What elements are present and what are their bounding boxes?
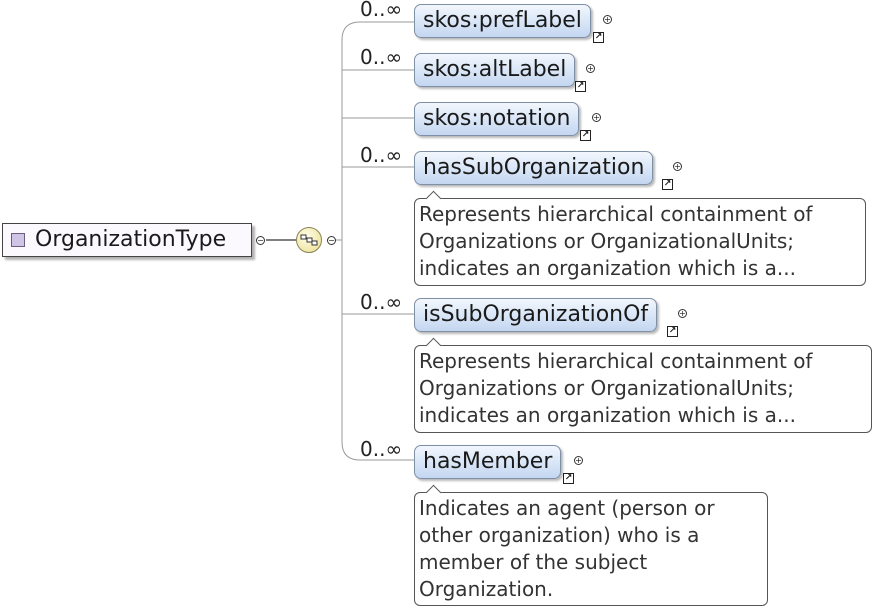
element-hassuborganization[interactable]: hasSubOrganization <box>414 151 654 185</box>
documentation-callout: Represents hierarchical containment of O… <box>414 345 872 433</box>
multiplicity-label: 0..∞ <box>360 0 403 21</box>
element-issuborganizationof[interactable]: isSubOrganizationOf <box>414 298 658 332</box>
element-label: hasSubOrganization <box>423 155 645 180</box>
element-label: hasMember <box>423 449 553 474</box>
plus-circle-icon[interactable]: + <box>673 162 682 171</box>
minus-circle-icon[interactable]: − <box>256 236 265 245</box>
link-arrow-icon[interactable]: ↗ <box>667 326 678 337</box>
complex-type-icon <box>11 233 25 247</box>
element-label: isSubOrganizationOf <box>423 302 649 327</box>
documentation-callout: Indicates an agent (person or other orga… <box>414 492 768 606</box>
root-type-node[interactable]: OrganizationType <box>2 223 252 257</box>
sequence-compositor-icon[interactable] <box>296 227 322 253</box>
element-label: skos:prefLabel <box>423 8 582 33</box>
element-label: skos:notation <box>423 106 571 131</box>
element-skos-altlabel[interactable]: skos:altLabel <box>414 53 576 87</box>
link-arrow-icon[interactable]: ↗ <box>580 130 591 141</box>
element-hasmember[interactable]: hasMember <box>414 445 562 479</box>
plus-circle-icon[interactable]: + <box>586 64 595 73</box>
link-arrow-icon[interactable]: ↗ <box>662 179 673 190</box>
element-label: skos:altLabel <box>423 57 567 82</box>
multiplicity-label: 0..∞ <box>360 290 403 314</box>
plus-circle-icon[interactable]: + <box>592 113 601 122</box>
multiplicity-label: 0..∞ <box>360 437 403 461</box>
element-skos-notation[interactable]: skos:notation <box>414 102 580 136</box>
root-type-label: OrganizationType <box>35 227 227 252</box>
link-arrow-icon[interactable]: ↗ <box>593 32 604 43</box>
plus-circle-icon[interactable]: + <box>678 309 687 318</box>
plus-circle-icon[interactable]: + <box>603 15 612 24</box>
multiplicity-label: 0..∞ <box>360 143 403 167</box>
multiplicity-label: 0..∞ <box>360 45 403 69</box>
link-arrow-icon[interactable]: ↗ <box>563 473 574 484</box>
element-skos-preflabel[interactable]: skos:prefLabel <box>414 4 591 38</box>
minus-circle-icon[interactable]: − <box>327 236 336 245</box>
link-arrow-icon[interactable]: ↗ <box>575 81 586 92</box>
documentation-callout: Represents hierarchical containment of O… <box>414 198 866 286</box>
plus-circle-icon[interactable]: + <box>574 456 583 465</box>
